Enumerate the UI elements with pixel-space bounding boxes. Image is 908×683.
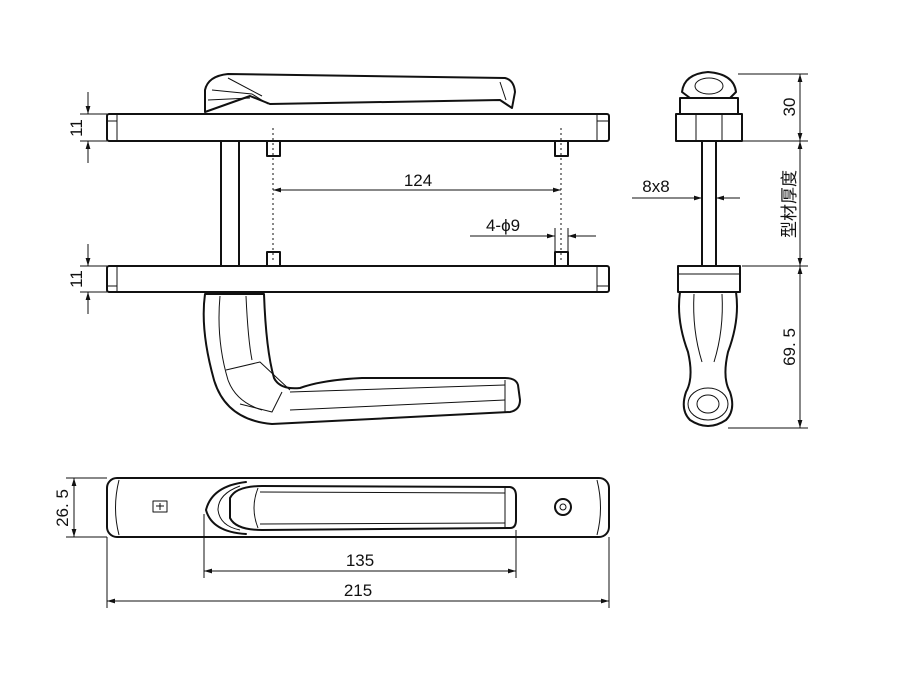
end-view: 8x8 30 型材厚度 69. 5 [632,71,808,429]
dim-overall-length: 215 [344,581,372,600]
side-view: 11 11 124 4-ϕ9 [67,73,610,425]
front-plate [106,477,610,538]
front-view: 26. 5 135 215 [53,477,610,608]
dim-profile-thickness: 型材厚度 [780,170,799,238]
lock-hole [554,498,572,516]
dim-spindle-size: 8x8 [642,177,669,196]
dim-top-height: 30 [780,98,799,117]
top-plate [106,113,610,142]
dim-handle-height: 69. 5 [780,328,799,366]
bottom-lever [202,293,521,425]
dim-grip-length: 135 [346,551,374,570]
dim-hole-spec: 4-ϕ9 [486,216,520,235]
spindle [220,140,240,267]
bottom-plate [106,265,610,293]
front-grip [229,485,517,531]
dim-plate-thickness-bottom: 11 [67,270,86,288]
dim-hole-spacing: 124 [404,171,432,190]
top-lever [204,73,516,113]
dim-plate-width: 26. 5 [53,489,72,527]
dim-plate-thickness-top: 11 [67,119,86,137]
